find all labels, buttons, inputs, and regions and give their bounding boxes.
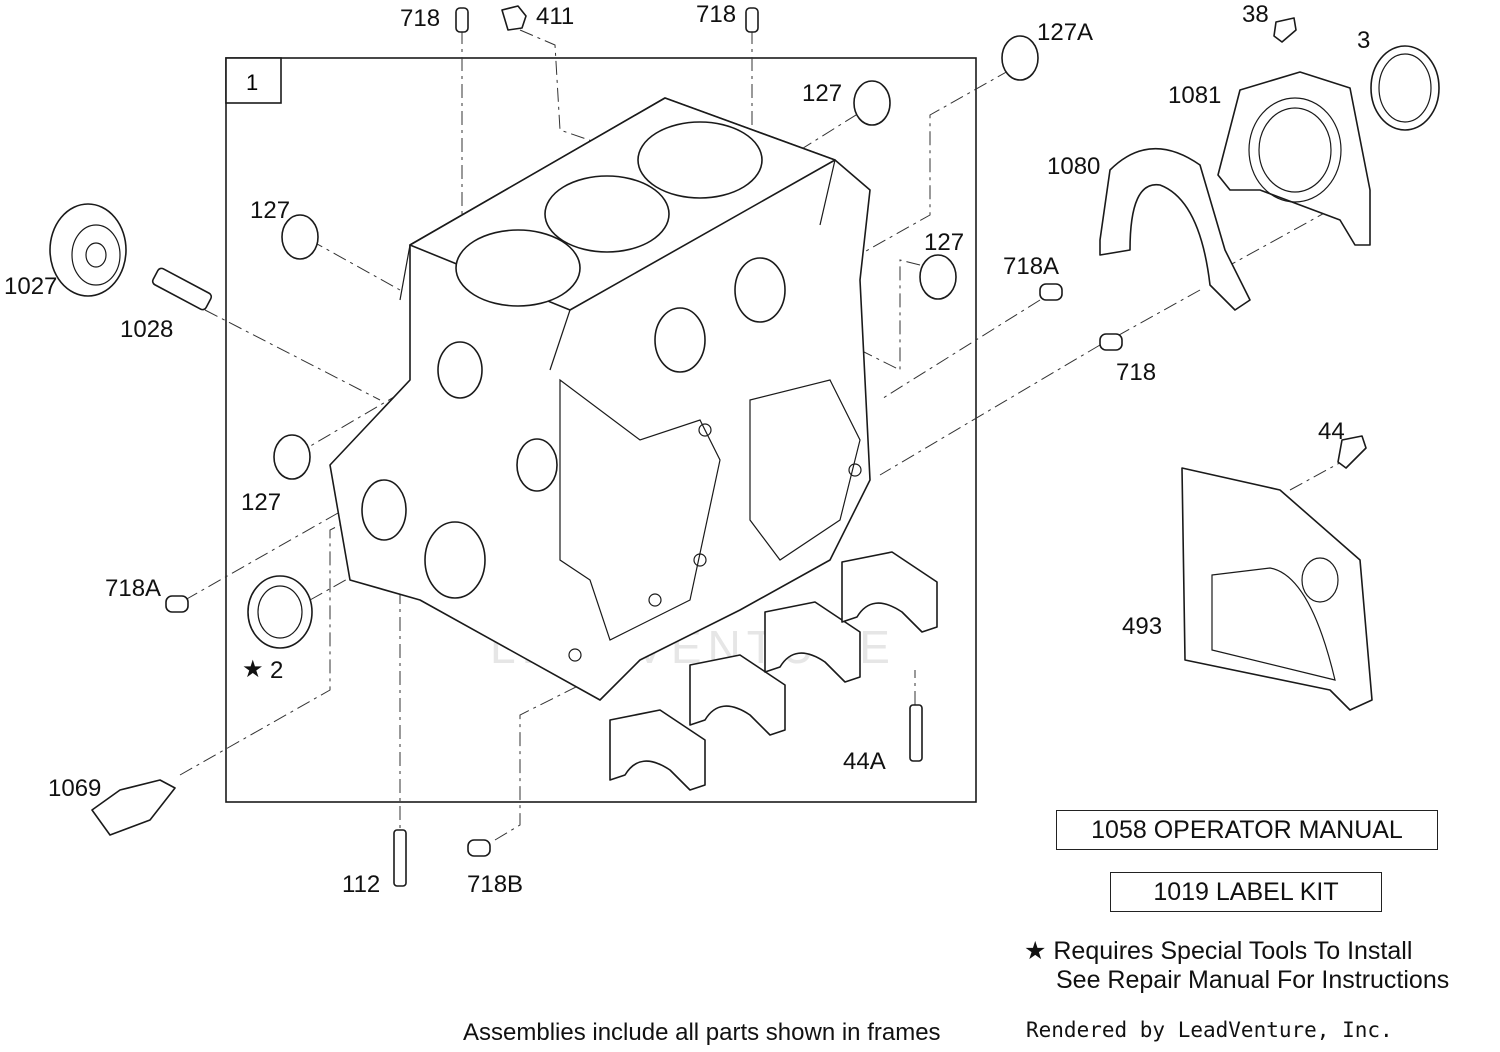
oil-filter-1027 bbox=[49, 203, 127, 297]
callout-44[interactable]: 44 bbox=[1318, 418, 1345, 445]
callout-127[interactable]: 127 bbox=[924, 229, 964, 256]
bolt-44 bbox=[1337, 435, 1367, 469]
bearing-caps bbox=[609, 551, 938, 791]
cylinder-block bbox=[329, 97, 871, 701]
plug-127-b bbox=[281, 214, 319, 260]
operator-manual-kit[interactable]: 1058 OPERATOR MANUAL bbox=[1056, 810, 1438, 850]
frame-number: 1 bbox=[246, 70, 258, 95]
special-tools-note-line1: ★ Requires Special Tools To Install bbox=[1024, 936, 1412, 966]
assembly-frame bbox=[225, 57, 977, 803]
pressure-switch-1069 bbox=[91, 779, 176, 836]
callout-718A[interactable]: 718A bbox=[1003, 253, 1059, 280]
bolt-44A bbox=[909, 704, 923, 762]
special-tools-text: Requires Special Tools To Install bbox=[1053, 937, 1413, 965]
callout-127A[interactable]: 127A bbox=[1037, 19, 1093, 46]
plug-411 bbox=[501, 5, 527, 31]
plug-127A bbox=[1001, 35, 1039, 81]
callout-3[interactable]: 3 bbox=[1357, 27, 1370, 54]
callout-127[interactable]: 127 bbox=[802, 80, 842, 107]
stud-112 bbox=[393, 829, 407, 887]
seal-case-1080 bbox=[1099, 147, 1251, 311]
callout-1081[interactable]: 1081 bbox=[1168, 82, 1221, 109]
small-parts bbox=[49, 5, 1367, 887]
dowel-718-right bbox=[1099, 333, 1123, 351]
plug-127-d bbox=[273, 434, 311, 480]
callout-718[interactable]: 718 bbox=[400, 5, 440, 32]
dowel-pin-718-top bbox=[455, 7, 469, 33]
plug-127-c bbox=[919, 254, 957, 300]
bearing-case-1081 bbox=[1217, 71, 1371, 246]
plug-127-a bbox=[853, 80, 891, 126]
dowel-718A-right bbox=[1039, 283, 1063, 301]
callout-1080[interactable]: 1080 bbox=[1047, 153, 1100, 180]
label-kit[interactable]: 1019 LABEL KIT bbox=[1110, 872, 1382, 912]
callout-718[interactable]: 718 bbox=[696, 1, 736, 28]
assemblies-footer: Assemblies include all parts shown in fr… bbox=[463, 1019, 941, 1046]
callout-2[interactable]: 2 bbox=[270, 657, 283, 684]
callout-411[interactable]: 411 bbox=[536, 3, 574, 30]
special-tools-note-line2: See Repair Manual For Instructions bbox=[1056, 966, 1450, 994]
callout-718B[interactable]: 718B bbox=[467, 871, 523, 898]
callout-1027[interactable]: 1027 bbox=[4, 273, 57, 300]
callout-1028[interactable]: 1028 bbox=[120, 316, 173, 343]
callout-493[interactable]: 493 bbox=[1122, 613, 1162, 640]
dowel-718B bbox=[467, 839, 491, 857]
callout-44A[interactable]: 44A bbox=[843, 748, 886, 775]
bolt-38 bbox=[1273, 17, 1297, 43]
callout-38[interactable]: 38 bbox=[1242, 1, 1269, 28]
dowel-718A-left bbox=[165, 595, 189, 613]
callout-127[interactable]: 127 bbox=[241, 489, 281, 516]
callout-1069[interactable]: 1069 bbox=[48, 775, 101, 802]
star-icon: ★ bbox=[1024, 937, 1047, 965]
callout-112[interactable]: 112 bbox=[342, 871, 380, 898]
callout-718[interactable]: 718 bbox=[1116, 359, 1156, 386]
dowel-pin-718-top-right bbox=[745, 7, 759, 33]
callout-718A[interactable]: 718A bbox=[105, 575, 161, 602]
callouts: 718 411 718 38 3 127A 127 1081 1080 127 … bbox=[4, 1, 1370, 898]
callout-127[interactable]: 127 bbox=[250, 197, 290, 224]
rendered-by: Rendered by LeadVenture, Inc. bbox=[1026, 1018, 1393, 1042]
rear-plate-493 bbox=[1181, 467, 1373, 711]
pipe-1028 bbox=[151, 267, 213, 311]
star-marker: ★ bbox=[242, 656, 264, 683]
frame-number-box bbox=[225, 57, 282, 104]
oil-seal-3 bbox=[1370, 45, 1440, 131]
